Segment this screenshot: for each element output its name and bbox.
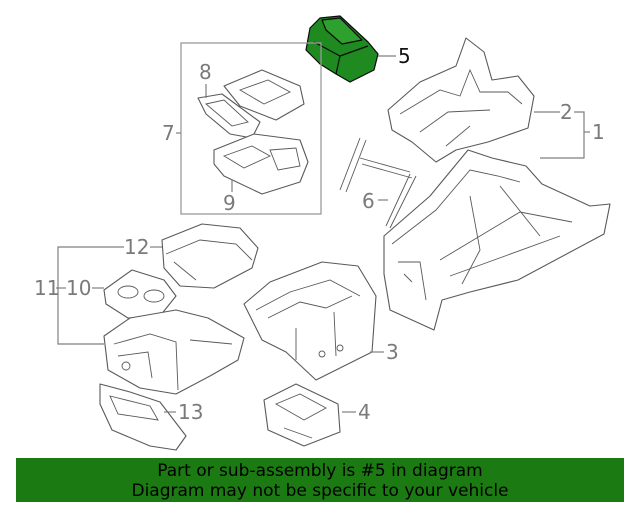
- callout-8[interactable]: 8: [199, 60, 212, 84]
- group-box-7: [180, 42, 322, 215]
- callout-12[interactable]: 12: [124, 235, 149, 259]
- part-7-upper[interactable]: [223, 69, 305, 121]
- callout-10[interactable]: 10: [66, 276, 91, 300]
- callout-4[interactable]: 4: [358, 400, 371, 424]
- callout-7[interactable]: 7: [162, 121, 175, 145]
- part-5-highlighted[interactable]: [305, 15, 379, 83]
- callout-9[interactable]: 9: [223, 191, 236, 215]
- callout-11[interactable]: 11: [34, 276, 59, 300]
- part-6[interactable]: [339, 137, 417, 229]
- part-3[interactable]: [243, 261, 377, 381]
- callout-2[interactable]: 2: [560, 100, 573, 124]
- part-2[interactable]: [387, 37, 535, 163]
- part-1[interactable]: [383, 149, 611, 331]
- part-4[interactable]: [263, 383, 341, 447]
- parts-diagram: 5 8 7 9 2 1 6 12: [34, 15, 611, 451]
- callout-6[interactable]: 6: [362, 189, 375, 213]
- part-13[interactable]: [99, 383, 187, 451]
- part-11[interactable]: [103, 309, 245, 395]
- callout-1[interactable]: 1: [592, 120, 605, 144]
- part-9[interactable]: [213, 133, 309, 195]
- callout-13[interactable]: 13: [178, 400, 203, 424]
- part-10[interactable]: [103, 269, 177, 319]
- callout-3[interactable]: 3: [386, 340, 399, 364]
- callout-5[interactable]: 5: [398, 44, 411, 68]
- part-12[interactable]: [161, 223, 259, 289]
- banner-line-2: Diagram may not be specific to your vehi…: [131, 481, 509, 501]
- banner-line-1: Part or sub-assembly is #5 in diagram: [157, 461, 483, 481]
- info-banner: Part or sub-assembly is #5 in diagram Di…: [16, 458, 624, 502]
